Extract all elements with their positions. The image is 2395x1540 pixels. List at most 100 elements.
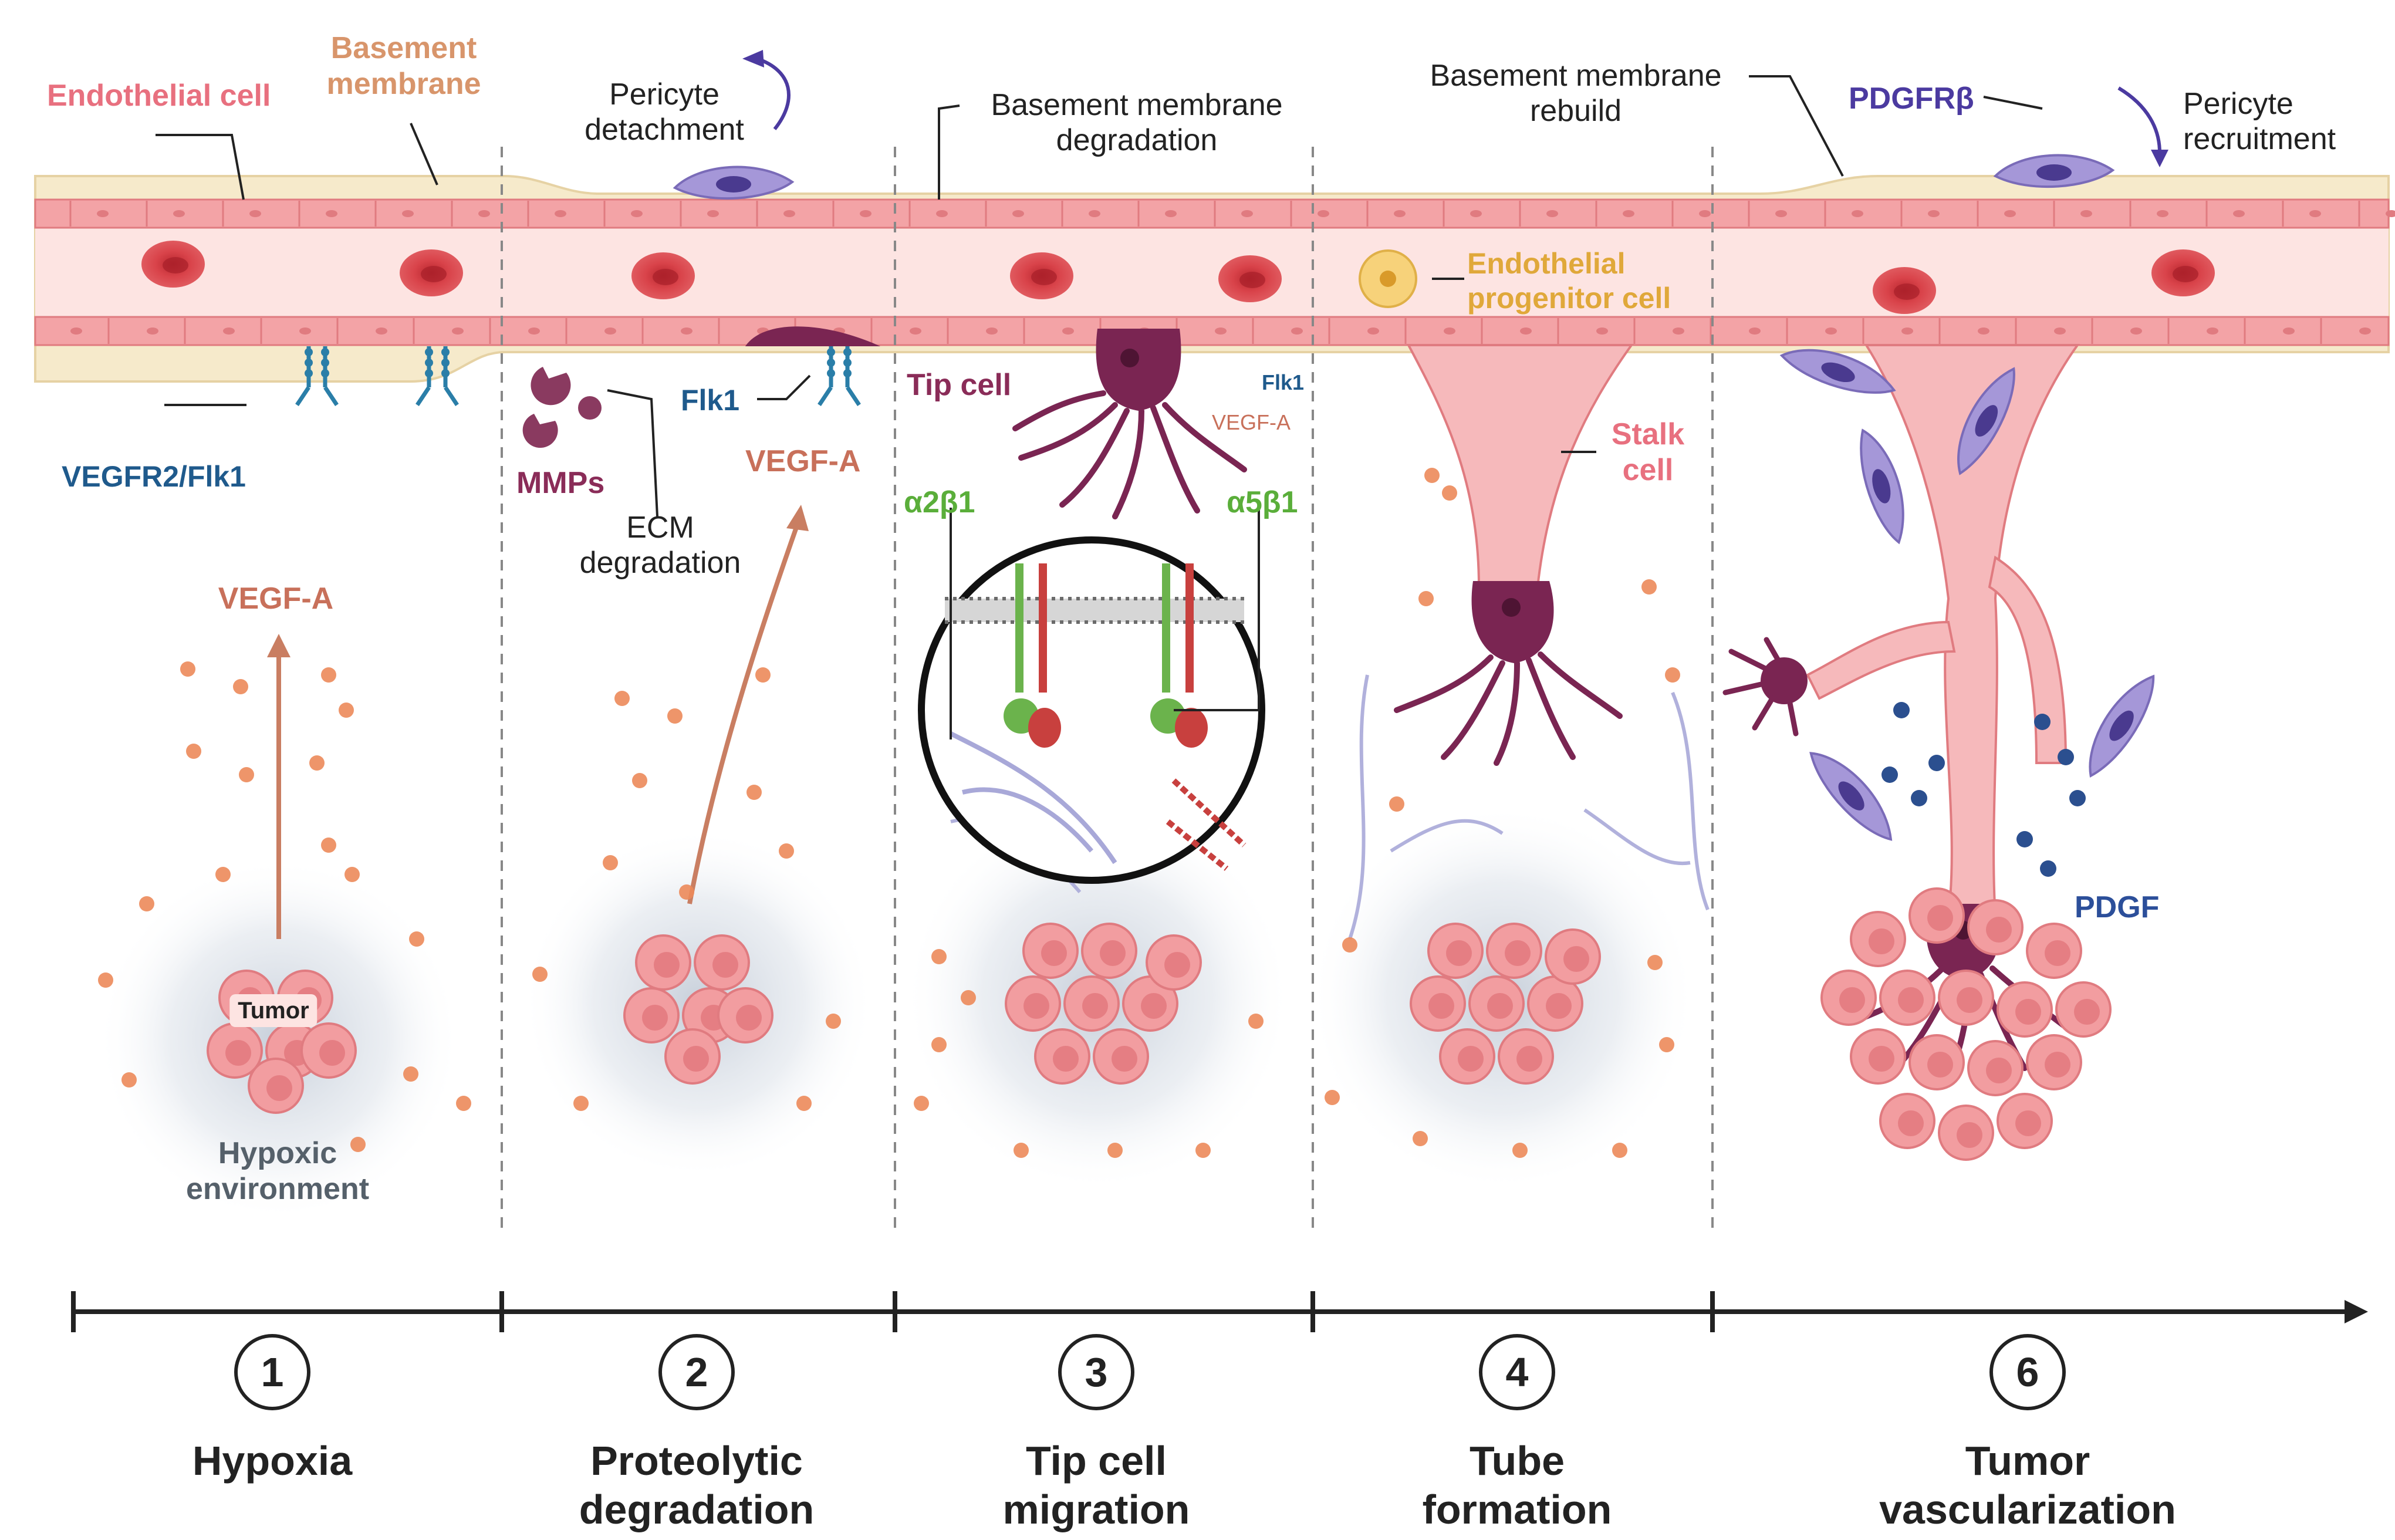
label-mmps: MMPs bbox=[516, 466, 605, 500]
vegf-a-particle bbox=[139, 896, 154, 911]
vegf-a-particle bbox=[1665, 667, 1680, 683]
endothelial-nucleus bbox=[1699, 210, 1711, 217]
endothelial-nucleus bbox=[1215, 327, 1227, 335]
endothelial-nucleus bbox=[1165, 210, 1177, 217]
endothelial-nucleus bbox=[223, 327, 235, 335]
tumor-step3 bbox=[904, 804, 1291, 1191]
endothelial-nucleus bbox=[1291, 327, 1303, 335]
red-blood-cell bbox=[141, 241, 205, 288]
vegf-a-particle bbox=[573, 1096, 589, 1111]
endothelial-nucleus bbox=[2386, 210, 2395, 217]
endothelial-nucleus bbox=[2309, 210, 2321, 217]
vegf-a-particle bbox=[1641, 579, 1657, 595]
label-vegfr2-flk1: VEGFR2/Flk1 bbox=[62, 460, 246, 493]
endothelial-nucleus bbox=[1012, 210, 1024, 217]
red-blood-cell bbox=[1010, 252, 1073, 299]
endothelial-nucleus bbox=[910, 327, 921, 335]
vegf-a-particle bbox=[746, 785, 762, 800]
step-dividers bbox=[501, 147, 1714, 1232]
pdgf-particle bbox=[2040, 860, 2056, 877]
endothelial-nucleus bbox=[173, 210, 185, 217]
endothelial-nucleus bbox=[2130, 327, 2142, 335]
endothelium-top bbox=[34, 198, 2390, 229]
vegf-a-particle bbox=[1325, 1090, 1340, 1105]
vegf-a-particle bbox=[1248, 1014, 1264, 1029]
vegf-a-particle bbox=[1659, 1037, 1674, 1052]
tumor-step4 bbox=[1309, 804, 1696, 1191]
endothelial-nucleus bbox=[1318, 210, 1329, 217]
endothelial-nucleus bbox=[147, 327, 158, 335]
endothelial-nucleus bbox=[528, 327, 540, 335]
endothelial-nucleus bbox=[1546, 210, 1558, 217]
integrin-zoom-inset bbox=[918, 536, 1265, 884]
leader-lines bbox=[156, 75, 2043, 739]
endothelial-nucleus bbox=[936, 210, 948, 217]
vegf-a-particle bbox=[233, 679, 248, 694]
step-6-number: 6 bbox=[1989, 1334, 2066, 1410]
pdgf-particle bbox=[1928, 755, 1945, 771]
tumor-step2 bbox=[522, 828, 874, 1180]
endothelial-nucleus bbox=[986, 327, 998, 335]
endothelial-nucleus bbox=[1520, 327, 1532, 335]
endothelial-nucleus bbox=[1852, 210, 1863, 217]
pericyte bbox=[2072, 666, 2168, 783]
vegf-a-particle bbox=[309, 755, 325, 771]
integrin-a2b1 bbox=[1004, 563, 1061, 748]
label-tip-cell: Tip cell bbox=[907, 368, 1012, 402]
label-endothelial-cell: Endothelial cell bbox=[47, 79, 271, 113]
endothelial-nucleus bbox=[681, 327, 693, 335]
vegf-a-particle bbox=[632, 773, 647, 788]
endothelium-bottom bbox=[34, 316, 2390, 346]
vegf-a-particle bbox=[914, 1096, 929, 1111]
vegf-a-particle bbox=[180, 661, 195, 677]
red-blood-cell bbox=[2151, 249, 2215, 296]
label-a2b1: α2β1 bbox=[904, 485, 975, 519]
vegf-a-particle bbox=[186, 744, 201, 759]
endothelial-nucleus bbox=[1623, 210, 1634, 217]
vegf-a-particle bbox=[215, 867, 231, 882]
vegf-a-particle bbox=[344, 867, 360, 882]
vegf-a-particle bbox=[532, 967, 548, 982]
endothelial-nucleus bbox=[1775, 210, 1787, 217]
pdgf-particle bbox=[2069, 790, 2086, 806]
vegf-a-particle bbox=[239, 767, 254, 782]
endothelial-nucleus bbox=[1928, 210, 1940, 217]
red-blood-cell bbox=[1873, 267, 1936, 314]
endothelial-nucleus bbox=[2359, 327, 2371, 335]
flk1-cell bbox=[745, 326, 880, 346]
stalk-sprout bbox=[1406, 344, 1634, 588]
endothelial-nucleus bbox=[326, 210, 337, 217]
vegf-a-particle bbox=[98, 972, 113, 988]
endothelial-nucleus bbox=[97, 210, 109, 217]
endothelial-nucleus bbox=[1901, 327, 1913, 335]
red-blood-cell bbox=[631, 252, 695, 299]
vegf-a-particle bbox=[1442, 485, 1457, 501]
label-tumor: Tumor bbox=[229, 994, 317, 1027]
step-2-number: 2 bbox=[658, 1334, 735, 1410]
pdgf-particle bbox=[1881, 766, 1898, 783]
pdgf-particle bbox=[2016, 831, 2033, 847]
endothelial-nucleus bbox=[783, 210, 795, 217]
endothelial-nucleus bbox=[1444, 327, 1455, 335]
vegf-a-particle bbox=[796, 1096, 812, 1111]
label-vegf-a-tip: VEGF-A bbox=[1212, 410, 1291, 434]
label-pdgf: PDGF bbox=[2075, 890, 2160, 924]
endothelial-cell-borders bbox=[69, 201, 2395, 344]
label-a5b1: α5β1 bbox=[1227, 485, 1298, 519]
pdgf-particle bbox=[1893, 702, 1910, 718]
timeline-axis bbox=[71, 1291, 2368, 1332]
endothelial-nucleus bbox=[299, 327, 311, 335]
vegf-a-particle bbox=[1195, 1143, 1211, 1158]
endothelial-nucleus bbox=[1394, 210, 1406, 217]
endothelial-nucleus bbox=[1749, 327, 1761, 335]
step-3-number: 3 bbox=[1058, 1334, 1134, 1410]
pdgf-particle bbox=[2034, 714, 2051, 730]
